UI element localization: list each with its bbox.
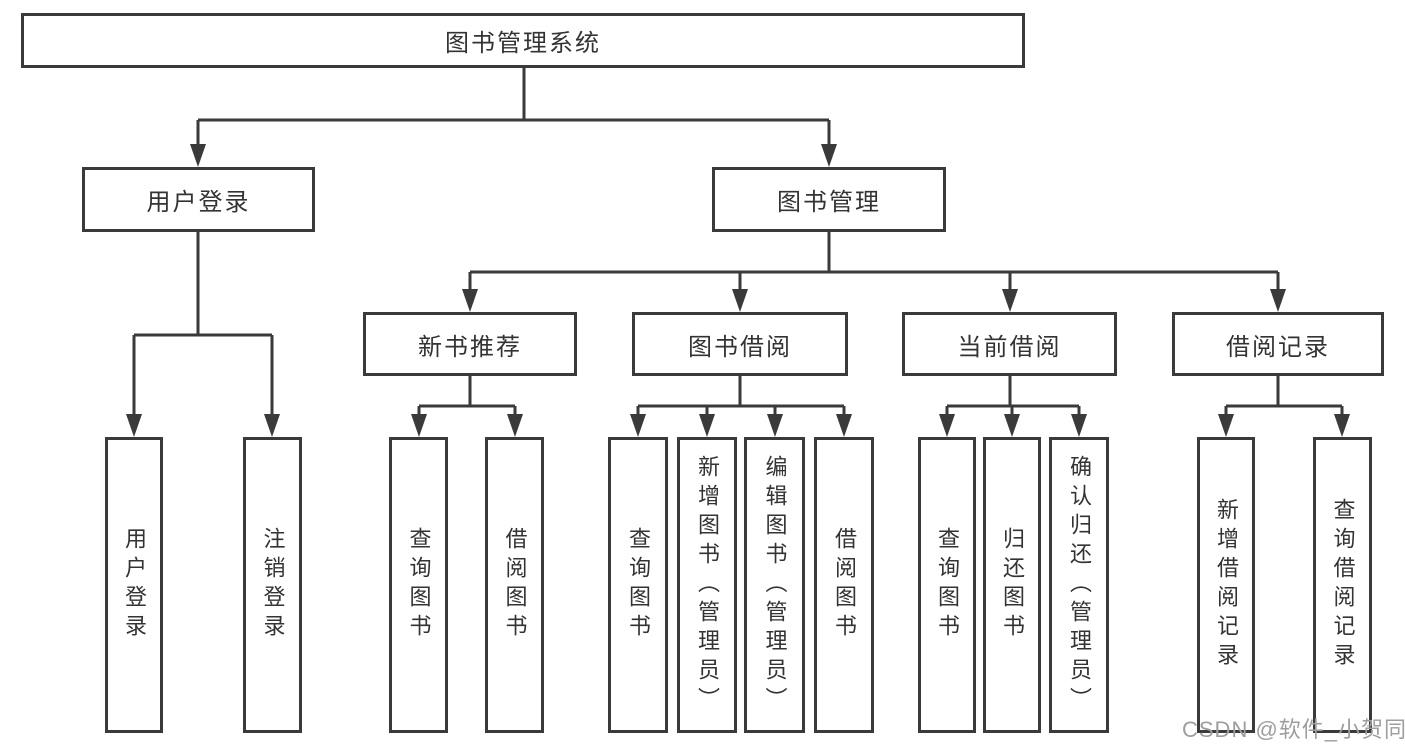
node-library-system-label: 图书管理系统 <box>445 30 601 57</box>
node-current-borrowing: 当前借阅 <box>902 312 1117 376</box>
leaf-query-books-borrowing: 查询图书 <box>608 437 668 733</box>
leaf-edit-books-admin-label: 编辑图书（管理员） <box>762 454 788 716</box>
node-book-management: 图书管理 <box>712 167 946 232</box>
node-book-borrowing-label: 图书借阅 <box>688 333 792 361</box>
node-borrowing-records: 借阅记录 <box>1172 312 1384 376</box>
leaf-borrow-books-label: 借阅图书 <box>832 527 857 643</box>
leaf-add-borrow-record-label: 新增借阅记录 <box>1214 498 1239 672</box>
leaf-query-borrow-record-label: 查询借阅记录 <box>1330 498 1356 672</box>
node-library-system: 图书管理系统 <box>21 13 1025 68</box>
leaf-confirm-return-admin: 确认归还（管理员） <box>1049 437 1109 733</box>
leaf-query-books-borrowing-label: 查询图书 <box>626 527 651 643</box>
leaf-borrow-books-recommend: 借阅图书 <box>485 437 544 733</box>
leaf-edit-books-admin: 编辑图书（管理员） <box>744 437 805 733</box>
node-user-login-label: 用户登录 <box>146 189 251 216</box>
leaf-logout-label: 注销登录 <box>260 527 286 643</box>
leaf-confirm-return-admin-label: 确认归还（管理员） <box>1067 454 1092 716</box>
node-new-book-recommendation: 新书推荐 <box>363 312 577 376</box>
leaf-query-books-recommend: 查询图书 <box>389 437 448 733</box>
leaf-user-login-label: 用户登录 <box>122 527 147 643</box>
leaf-return-books-label: 归还图书 <box>1000 527 1025 643</box>
leaf-borrow-books: 借阅图书 <box>814 437 874 733</box>
node-book-borrowing: 图书借阅 <box>632 312 848 376</box>
node-current-borrowing-label: 当前借阅 <box>957 333 1062 361</box>
csdn-watermark: CSDN @软件_小贺同学 <box>1182 717 1405 742</box>
node-borrowing-records-label: 借阅记录 <box>1226 333 1330 361</box>
leaf-add-borrow-record: 新增借阅记录 <box>1197 437 1255 733</box>
node-new-book-recommendation-label: 新书推荐 <box>418 333 522 361</box>
leaf-return-books: 归还图书 <box>983 437 1041 733</box>
leaf-query-borrow-record: 查询借阅记录 <box>1313 437 1372 733</box>
node-book-management-label: 图书管理 <box>777 189 881 216</box>
leaf-query-books-recommend-label: 查询图书 <box>406 527 432 643</box>
leaf-logout: 注销登录 <box>243 437 302 733</box>
leaf-query-books-current-label: 查询图书 <box>935 527 960 643</box>
leaf-add-books-admin: 新增图书（管理员） <box>677 437 737 733</box>
leaf-add-books-admin-label: 新增图书（管理员） <box>695 454 720 716</box>
leaf-query-books-current: 查询图书 <box>918 437 976 733</box>
node-user-login: 用户登录 <box>82 167 315 232</box>
leaf-user-login: 用户登录 <box>105 437 163 733</box>
leaf-borrow-books-recommend-label: 借阅图书 <box>502 527 528 643</box>
